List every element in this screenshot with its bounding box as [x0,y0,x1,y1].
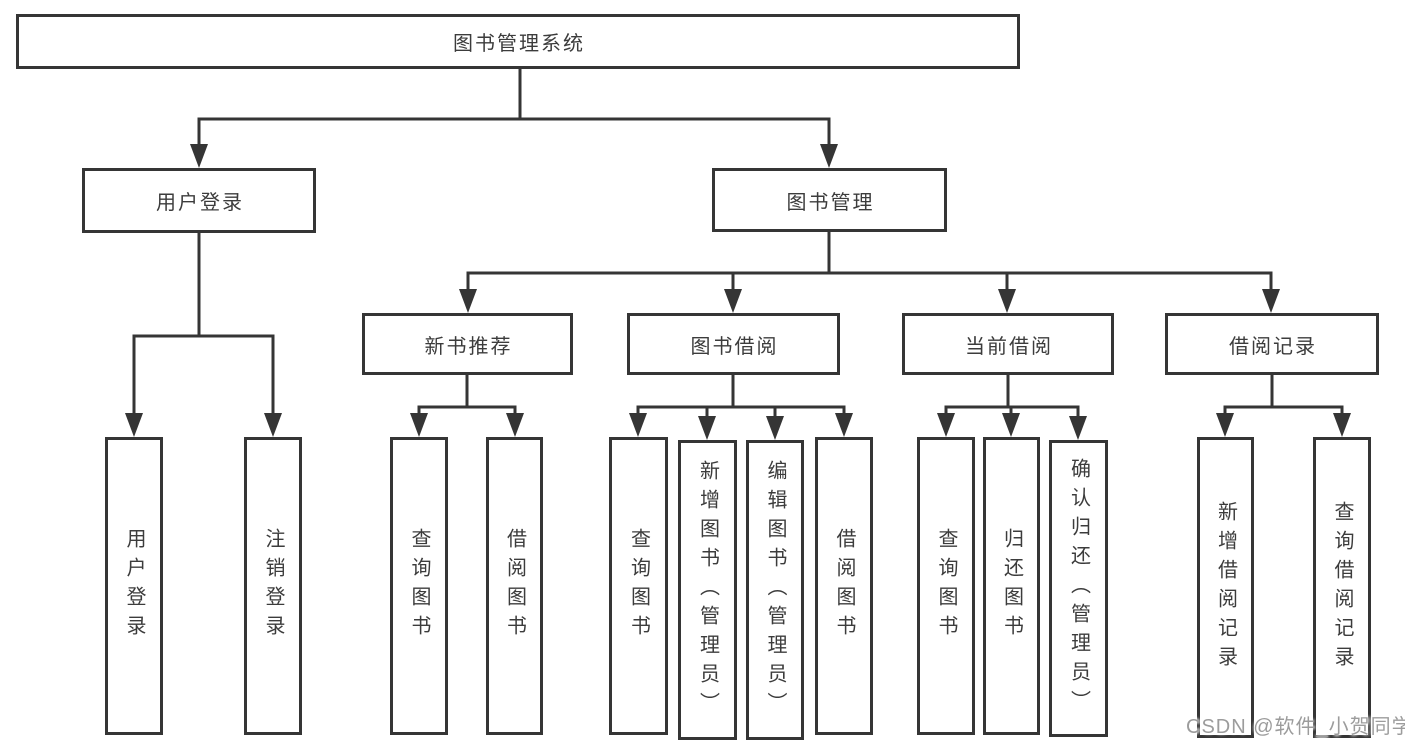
leaf-bb-query-books: 查询图书 [609,437,668,735]
node-label: 图书管理系统 [453,33,585,55]
leaf-label: 新增借阅记录 [1214,500,1237,675]
leaf-nb-query-books: 查询图书 [390,437,448,735]
leaf-label: 编辑图书（管理员） [764,459,786,721]
node-user-login: 用户登录 [82,168,316,233]
leaf-label: 新增图书（管理员） [696,459,719,721]
leaf-bb-add-books-admin: 新增图书（管理员） [678,440,737,740]
leaf-logout-login: 注销登录 [244,437,302,735]
leaf-label: 归还图书 [1000,528,1023,644]
node-label: 借阅记录 [1229,335,1317,358]
node-new-book-recommend: 新书推荐 [362,313,573,375]
node-book-borrow: 图书借阅 [627,313,840,375]
node-label: 当前借阅 [965,335,1053,358]
leaf-label: 查询借阅记录 [1331,500,1353,675]
leaf-cb-query-books: 查询图书 [917,437,975,735]
leaf-bb-edit-books-admin: 编辑图书（管理员） [746,440,804,740]
leaf-label: 查询图书 [627,528,650,644]
leaf-label: 查询图书 [408,528,430,644]
node-book-management: 图书管理 [712,168,947,232]
leaf-label: 借阅图书 [833,528,855,644]
leaf-user-login: 用户登录 [105,437,163,735]
leaf-label: 查询图书 [935,528,957,644]
leaf-bb-borrow-books: 借阅图书 [815,437,873,735]
leaf-cb-return-books: 归还图书 [983,437,1040,735]
leaf-br-add-record: 新增借阅记录 [1197,437,1254,738]
leaf-cb-confirm-return-admin: 确认归还（管理员） [1049,440,1108,737]
node-current-borrow: 当前借阅 [902,313,1114,375]
leaf-label: 用户登录 [123,528,145,644]
node-label: 图书借阅 [690,335,779,358]
node-label: 用户登录 [156,192,244,214]
node-label: 图书管理 [786,191,875,214]
node-library-management-system: 图书管理系统 [16,14,1020,69]
leaf-label: 借阅图书 [503,528,526,644]
leaf-br-query-record: 查询借阅记录 [1313,437,1371,738]
leaf-label: 注销登录 [262,528,284,644]
node-label: 新书推荐 [424,335,513,358]
leaf-label: 确认归还（管理员） [1067,458,1090,719]
node-borrow-records: 借阅记录 [1165,313,1379,375]
leaf-nb-borrow-books: 借阅图书 [486,437,543,735]
